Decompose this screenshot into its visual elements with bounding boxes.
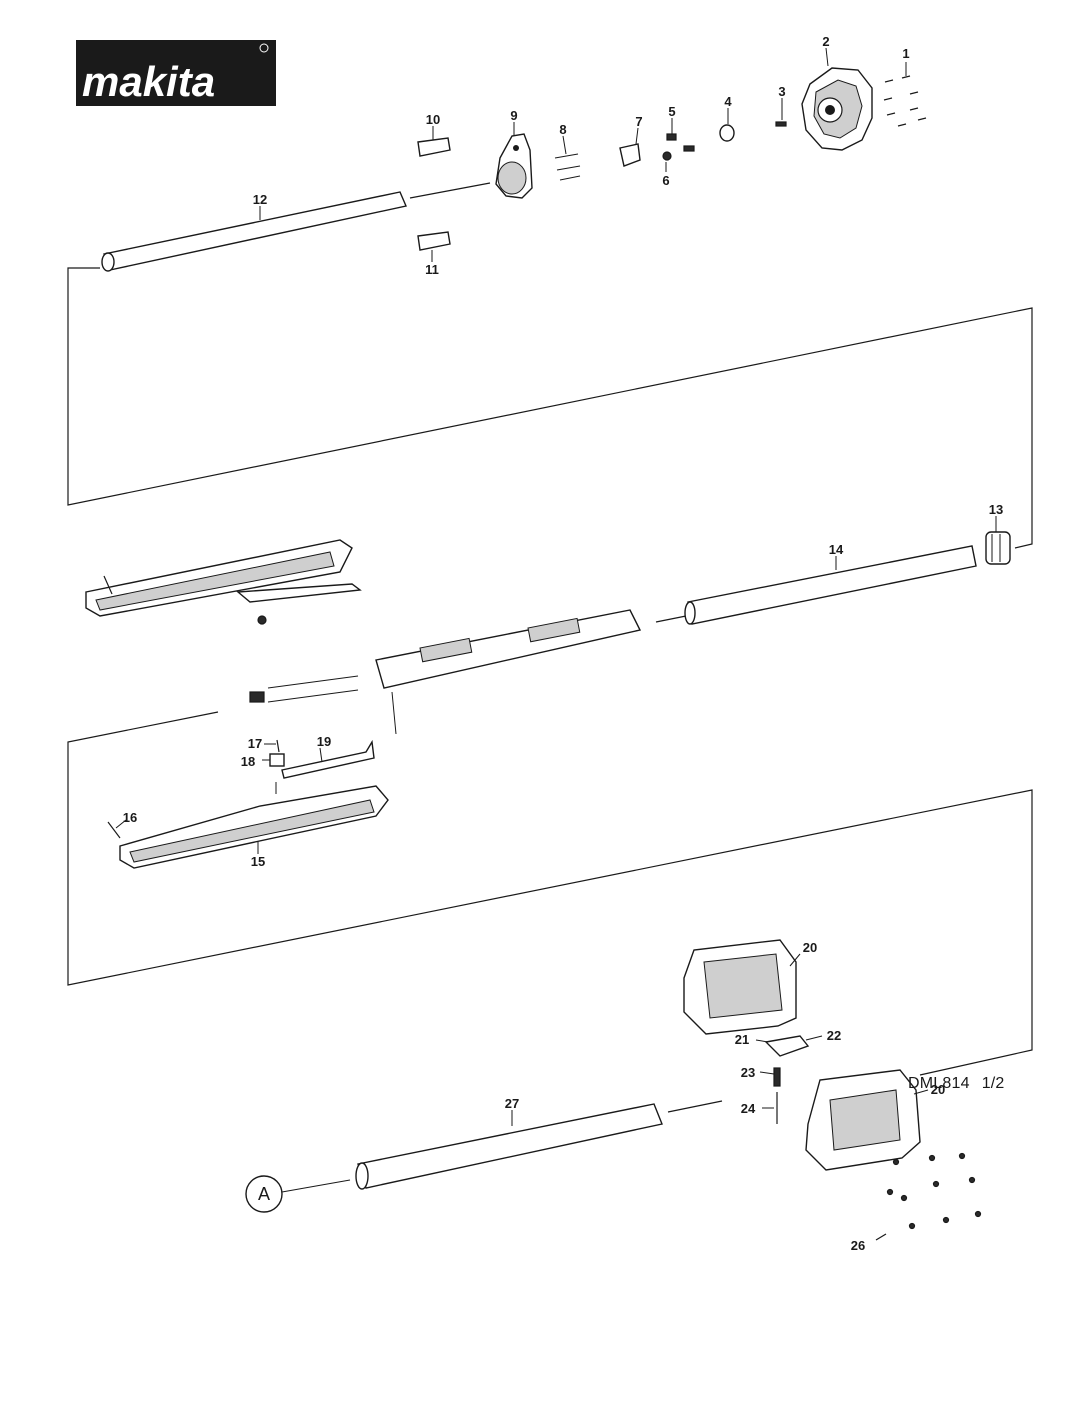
callout-19: 19 [317, 734, 331, 749]
small-parts-row [554, 121, 787, 181]
callout-4: 4 [724, 94, 732, 109]
reference-marker-label: A [258, 1184, 270, 1204]
part-15-lower-housing [119, 785, 389, 869]
page-number: 1/2 [981, 1075, 1005, 1092]
callout-8: 8 [559, 122, 566, 137]
callout-17: 17 [248, 736, 262, 751]
callout-11: 11 [425, 262, 439, 277]
callout-6: 6 [662, 173, 669, 188]
trigger-assembly [764, 1035, 810, 1124]
callout-14: 14 [829, 542, 844, 557]
part-27-pipe [355, 1103, 663, 1190]
callout-22: 22 [827, 1028, 841, 1043]
makita-logo: makita [76, 40, 276, 106]
part-12-pipe [101, 191, 407, 272]
callout-18: 18 [241, 754, 255, 769]
callout-5: 5 [668, 104, 675, 119]
part-2-housing [801, 67, 873, 151]
callout-27: 27 [505, 1096, 519, 1111]
upper-handle-housing [85, 539, 362, 625]
callout-16: 16 [123, 810, 137, 825]
callout-12: 12 [253, 192, 267, 207]
part-1-screws [883, 75, 927, 127]
model-number: DML814 [908, 1075, 970, 1092]
callout-9: 9 [510, 108, 517, 123]
callout-2: 2 [822, 34, 829, 49]
part-13-connector [985, 531, 1011, 565]
assembly-frame-lines [67, 182, 1033, 1113]
part-11-clip [417, 231, 451, 251]
callout-7: 7 [635, 114, 642, 129]
callout-21: 21 [735, 1032, 749, 1047]
callout-26: 26 [851, 1238, 865, 1253]
rods-linkage [249, 675, 359, 703]
callout-13: 13 [989, 502, 1003, 517]
logo-text: makita [82, 58, 215, 105]
callout-23: 23 [741, 1065, 755, 1080]
part-26-screws [875, 1152, 982, 1241]
parts-17-18-19 [269, 739, 375, 794]
part-10-clip [417, 137, 451, 157]
part-9-clamp [495, 133, 533, 199]
callout-1: 1 [902, 46, 909, 61]
part-14-pipe [684, 545, 977, 625]
callout-20-bottom: 20 [931, 1082, 945, 1097]
callout-20-top: 20 [803, 940, 817, 955]
reference-marker-a: A [245, 1175, 351, 1213]
callout-10: 10 [426, 112, 440, 127]
callout-24: 24 [741, 1101, 756, 1116]
callout-leaders [115, 47, 997, 1126]
footer: DML814 1/2 [908, 1075, 1017, 1093]
part-16-pin [107, 821, 121, 839]
callout-15: 15 [251, 854, 265, 869]
callout-3: 3 [778, 84, 785, 99]
center-tube [375, 609, 642, 735]
part-20-handle-top [683, 939, 797, 1035]
callout-labels: 1 2 3 4 5 6 7 8 9 10 11 12 13 14 15 16 1… [123, 34, 1003, 1253]
part-20-handle-bottom [805, 1069, 921, 1171]
